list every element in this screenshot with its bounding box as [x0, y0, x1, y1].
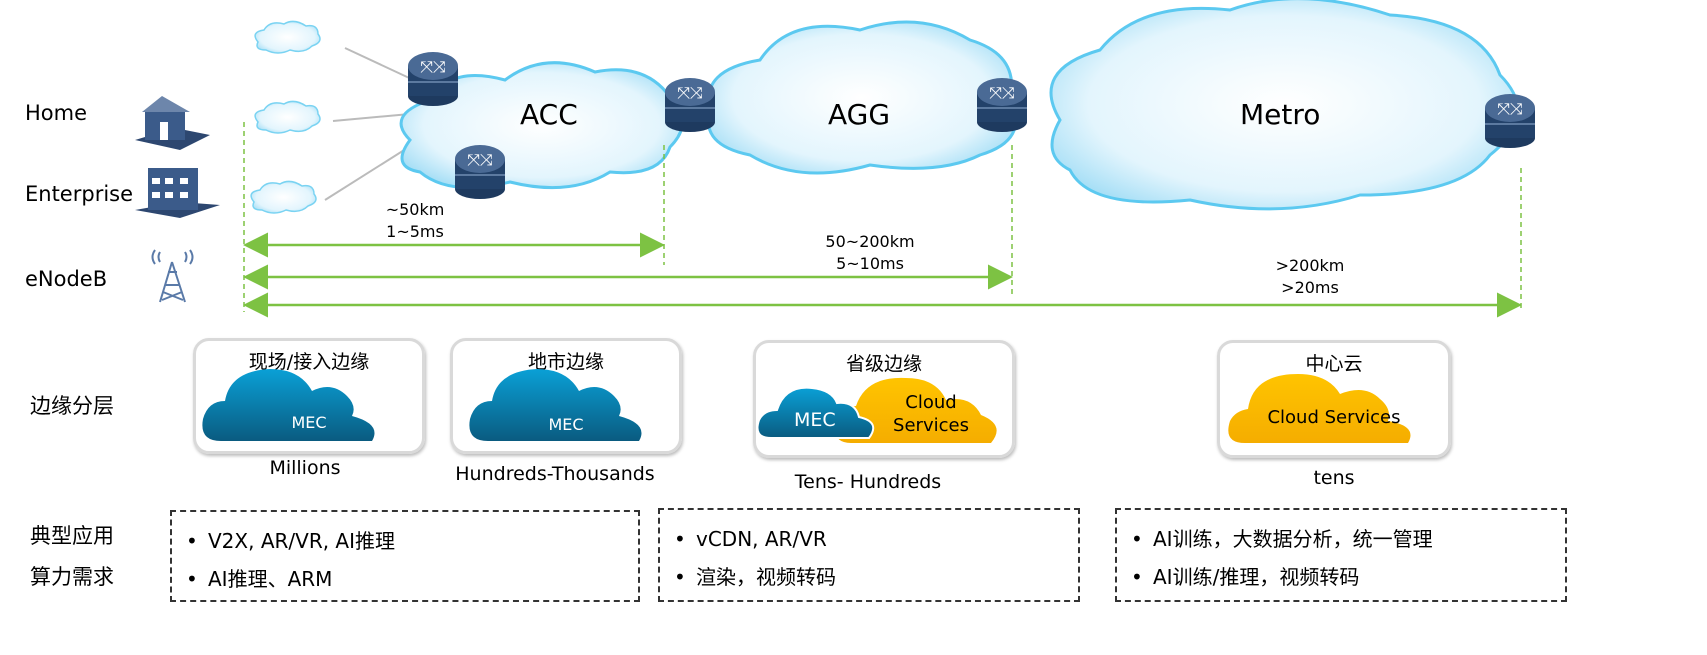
router-icon — [1484, 93, 1536, 149]
metro-distance: >200km>20ms — [1275, 256, 1345, 297]
cell-tower-icon — [151, 249, 194, 303]
tier-site-edge: 现场/接入边缘 MEC — [193, 338, 425, 454]
cloud-services-icon — [835, 377, 997, 443]
app-item: V2X, AR/VR, AI推理 — [186, 522, 638, 560]
router-icon — [454, 144, 506, 200]
cloud-services-label: Cloud Services — [1267, 407, 1401, 428]
cloud-services-icon — [1228, 374, 1411, 443]
cloud-services-label: Cloud Services — [893, 392, 969, 436]
tier-title: 现场/接入边缘 — [248, 351, 370, 373]
access-cloud-icon — [254, 100, 321, 134]
tier-count: Millions — [269, 457, 341, 479]
compute-item: 渲染，视频转码 — [674, 558, 1078, 596]
access-cloud-icon — [254, 20, 321, 54]
requirements-box-edge: V2X, AR/VR, AI推理AI推理、ARM — [170, 510, 640, 602]
router-icon — [664, 77, 716, 133]
router-icon — [976, 77, 1028, 133]
compute-item: AI训练/推理，视频转码 — [1131, 558, 1565, 596]
mec-label: MEC — [794, 409, 836, 431]
tier-title: 地市边缘 — [527, 351, 604, 373]
acc-label: ACC — [520, 98, 578, 131]
source-home: Home — [25, 101, 88, 125]
source-enterprise: Enterprise — [25, 182, 134, 206]
mec-label: MEC — [291, 413, 327, 432]
access-cloud-icon — [250, 180, 317, 214]
tier-central-cloud: 中心云 Cloud Services — [1217, 340, 1451, 458]
compute-label: 算力需求 — [30, 565, 114, 589]
metro-label: Metro — [1240, 98, 1321, 131]
requirements-box-province: vCDN, AR/VR渲染，视频转码 — [658, 508, 1080, 602]
enterprise-building-icon — [135, 168, 220, 218]
tier-title: 中心云 — [1305, 353, 1363, 375]
agg-label: AGG — [828, 98, 891, 131]
mec-label: MEC — [548, 415, 584, 434]
tier-title: 省级边缘 — [845, 353, 922, 375]
tier-count: Tens- Hundreds — [794, 471, 942, 493]
router-icon — [407, 51, 459, 107]
source-enodeb: eNodeB — [25, 267, 108, 291]
mec-cloud-icon — [469, 369, 642, 441]
requirements-box-central: AI训练，大数据分析，统一管理AI训练/推理，视频转码 — [1115, 508, 1567, 602]
tier-province-edge: 省级边缘 MEC Cloud Services — [753, 340, 1015, 458]
mec-cloud-icon — [202, 369, 375, 441]
apps-label: 典型应用 — [30, 524, 114, 548]
mec-cloud-icon — [756, 386, 875, 439]
app-item: vCDN, AR/VR — [674, 520, 1078, 558]
tier-count: tens — [1313, 467, 1355, 489]
tier-city-edge: 地市边缘 MEC — [450, 338, 682, 454]
compute-item: AI推理、ARM — [186, 560, 638, 598]
house-icon — [135, 96, 210, 150]
app-item: AI训练，大数据分析，统一管理 — [1131, 520, 1565, 558]
tier-count: Hundreds-Thousands — [455, 463, 655, 485]
edge-layers-label: 边缘分层 — [30, 394, 114, 418]
